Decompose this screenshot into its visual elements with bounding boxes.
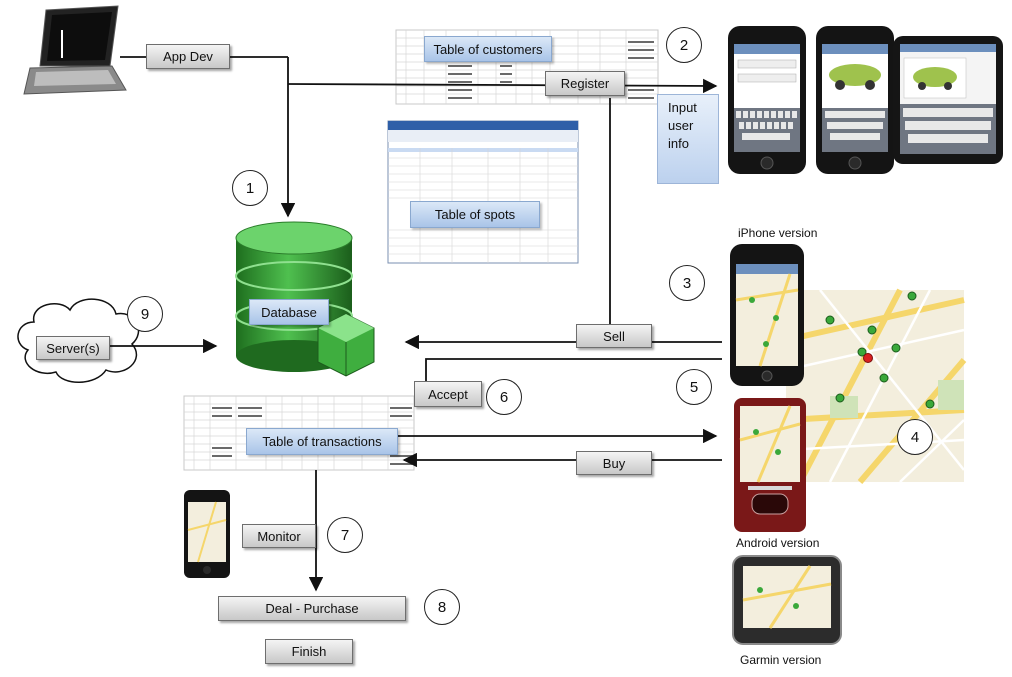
iphone-car-image: [816, 26, 894, 174]
monitor-box: Monitor: [242, 524, 316, 548]
android-version-caption: Android version: [736, 536, 820, 550]
app-dev-box: App Dev: [146, 44, 230, 69]
input-user-info-line: user: [668, 118, 694, 133]
connector-lines: [110, 56, 722, 592]
step-9-circle: 9: [127, 296, 163, 332]
sell-box: Sell: [576, 324, 652, 348]
android-phone-image: [734, 398, 806, 532]
transactions-table-label: Table of transactions: [246, 428, 398, 455]
step-8-circle: 8: [424, 589, 460, 625]
buy-box: Buy: [576, 451, 652, 475]
spots-table-image: [387, 120, 579, 264]
step-2-circle: 2: [666, 27, 702, 63]
iphone-version-caption: iPhone version: [738, 226, 818, 240]
accept-link-line: [425, 358, 722, 381]
customers-table-label: Table of customers: [424, 36, 552, 62]
monitor-phone-image: [184, 490, 230, 578]
database-label: Database: [249, 299, 329, 325]
finish-box: Finish: [265, 639, 353, 664]
garmin-device-image: [732, 555, 842, 645]
iphone-map-image: [730, 244, 804, 386]
spots-table-label: Table of spots: [410, 201, 540, 228]
step-4-circle: 4: [897, 419, 933, 455]
input-user-info-line: Input: [668, 100, 697, 115]
arrow-register-to-devices: [287, 78, 718, 94]
step-5-circle: 5: [676, 369, 712, 405]
ipad-car-image: [893, 36, 1003, 164]
step-6-circle: 6: [486, 379, 522, 415]
garmin-version-caption: Garmin version: [740, 653, 822, 667]
step-7-circle: 7: [327, 517, 363, 553]
database-icon: [235, 221, 375, 377]
input-user-info-box: Input user info: [657, 94, 719, 184]
step-1-circle: 1: [232, 170, 268, 206]
input-user-info-line: info: [668, 136, 689, 151]
accept-box: Accept: [414, 381, 482, 407]
servers-box: Server(s): [36, 336, 110, 360]
register-box: Register: [545, 71, 625, 96]
deal-purchase-box: Deal - Purchase: [218, 596, 406, 621]
iphone-form-image: [728, 26, 806, 174]
step-3-circle: 3: [669, 265, 705, 301]
laptop-icon: [23, 5, 127, 95]
map-image: [785, 288, 967, 484]
